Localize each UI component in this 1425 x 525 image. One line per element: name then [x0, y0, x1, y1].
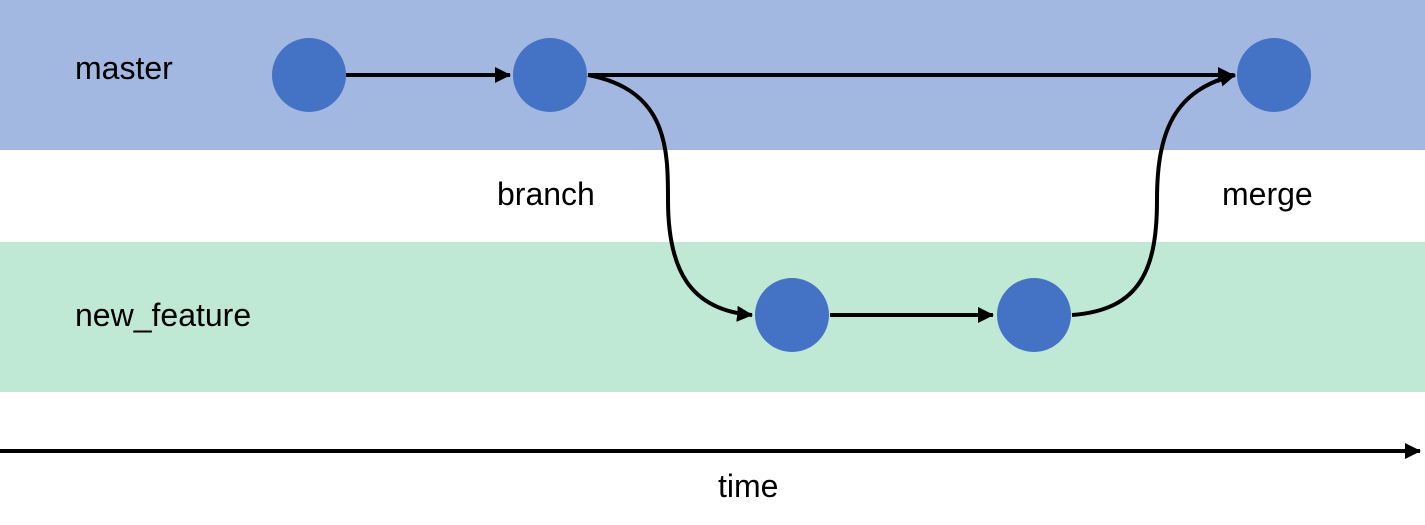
- edge-branch-to-feature-commit-1: [587, 73, 753, 322]
- new-feature-lane: [0, 242, 1425, 392]
- master-commit-1: [272, 38, 346, 112]
- new-feature-lane-label: new_feature: [75, 297, 252, 333]
- edge-feature-commit-2-to-merge: [1071, 70, 1236, 317]
- branch-event-label: branch: [497, 176, 595, 212]
- branch-point-commit: [513, 38, 587, 112]
- master-lane-label: master: [75, 50, 173, 86]
- time-axis-label: time: [718, 468, 779, 504]
- feature-commit-2: [997, 278, 1071, 352]
- merge-commit: [1237, 38, 1311, 112]
- feature-commit-1: [755, 278, 829, 352]
- merge-event-label: merge: [1222, 176, 1313, 212]
